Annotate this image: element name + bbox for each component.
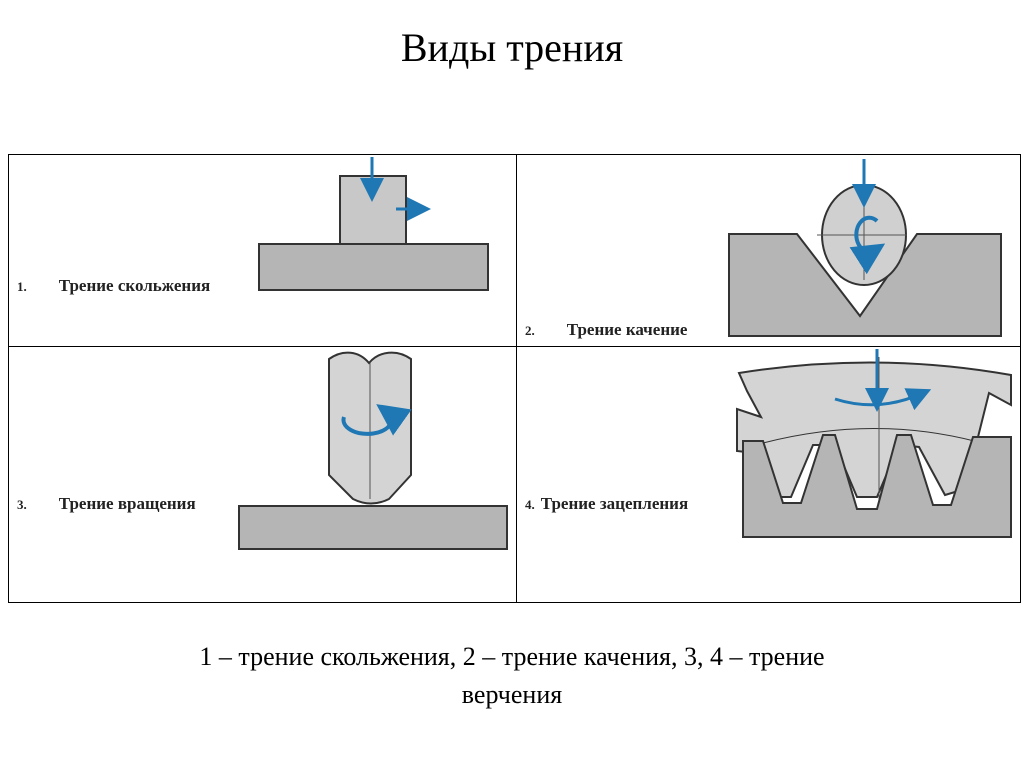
- panel-gear-friction: 4. Трение зацепления: [517, 347, 1022, 604]
- rotation-arrow: [341, 404, 412, 436]
- panel-4-label: 4. Трение зацепления: [525, 494, 688, 514]
- rolling-friction-illustration: [728, 159, 1002, 337]
- panel-3-title: Трение вращения: [58, 494, 196, 513]
- caption-line-2: верчения: [461, 680, 563, 709]
- grid-divider-vertical: [516, 155, 517, 602]
- caption-line-1: 1 – трение скольжения, 2 – трение качени…: [199, 642, 825, 671]
- panel-1-label: 1. Трение скольжения: [17, 276, 210, 296]
- gear-friction-illustration: [736, 349, 1012, 538]
- panel-2-label: 2. Трение качение: [525, 320, 687, 340]
- rotational-friction-illustration: [238, 351, 508, 550]
- rotation-arrow: [849, 215, 886, 275]
- panel-2-number: 2.: [525, 323, 535, 338]
- panel-1-number: 1.: [17, 279, 27, 294]
- panel-2-title: Трение качение: [566, 320, 688, 339]
- panel-rotational-friction: 3. Трение вращения: [9, 347, 516, 604]
- panel-1-title: Трение скольжения: [58, 276, 211, 295]
- gear-rack: [742, 434, 1012, 538]
- diagram-grid: 1. Трение скольжения 2. Трение качение: [8, 154, 1021, 603]
- panel-3-label: 3. Трение вращения: [17, 494, 196, 514]
- pivot-surface: [238, 505, 508, 550]
- slide-title: Виды трения: [400, 25, 624, 70]
- panel-3-number: 3.: [17, 497, 27, 512]
- grid-divider-horizontal: [9, 346, 1020, 347]
- sliding-friction-illustration: [258, 157, 489, 291]
- rotation-arrow: [834, 388, 932, 411]
- caption: 1 – трение скольжения, 2 – трение качени…: [0, 638, 1024, 714]
- v-groove-surface: [728, 233, 1002, 337]
- sliding-surface: [258, 243, 489, 291]
- panel-4-number: 4.: [525, 497, 535, 512]
- panel-sliding-friction: 1. Трение скольжения: [9, 155, 516, 346]
- panel-rolling-friction: 2. Трение качение: [517, 155, 1022, 346]
- panel-4-title: Трение зацепления: [540, 494, 689, 513]
